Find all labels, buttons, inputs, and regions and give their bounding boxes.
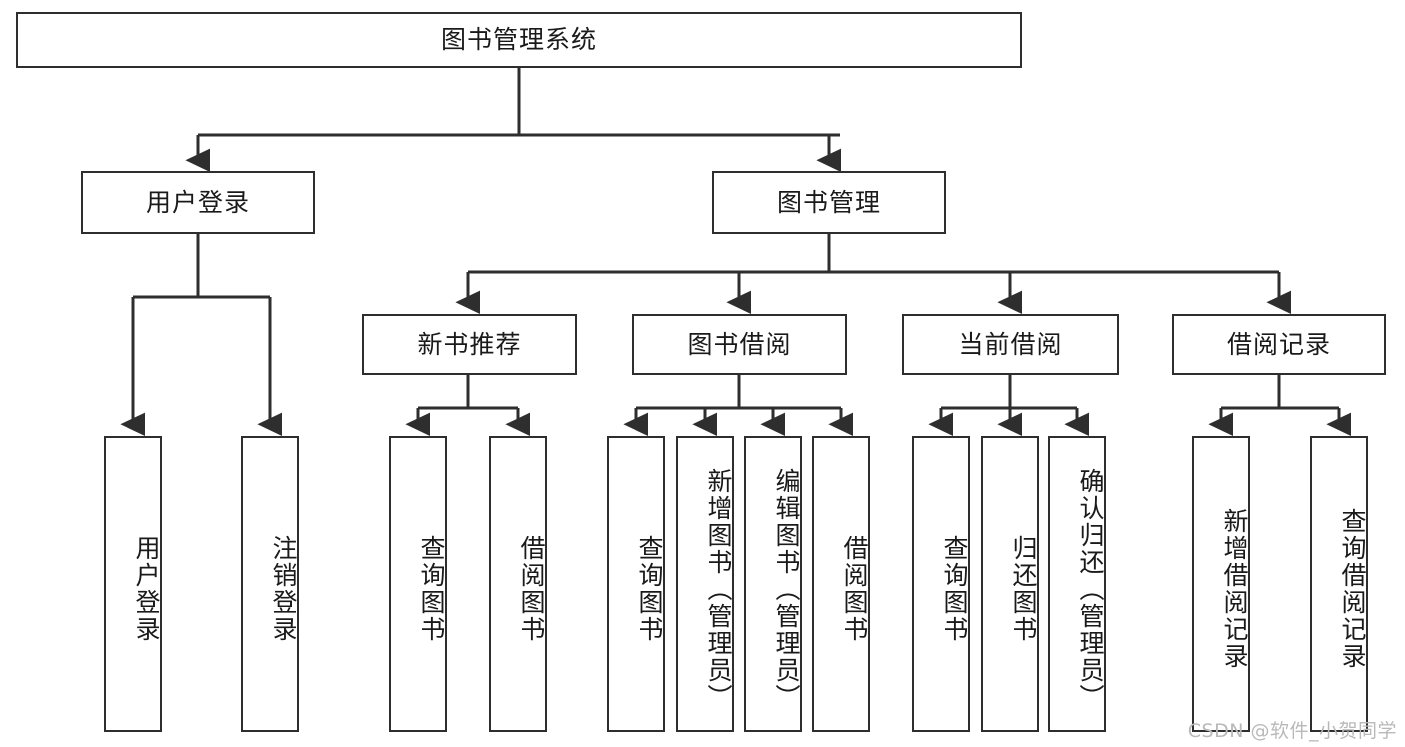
node-label: 借阅记录 bbox=[1226, 329, 1331, 359]
node-new-book-recommend[interactable]: 新书推荐 bbox=[362, 314, 577, 375]
node-leaf-query-book-recommend[interactable]: 查询图书 bbox=[389, 436, 447, 732]
node-leaf-logout-login[interactable]: 注销登录 bbox=[241, 436, 299, 732]
node-label: 归还图书 bbox=[1009, 535, 1038, 643]
node-leaf-query-book-borrow[interactable]: 查询图书 bbox=[607, 436, 665, 732]
node-book-borrow[interactable]: 图书借阅 bbox=[632, 314, 847, 375]
node-leaf-add-book[interactable]: 新增图书（管理员） bbox=[676, 436, 734, 732]
node-leaf-borrow-book-recommend[interactable]: 借阅图书 bbox=[489, 436, 547, 732]
node-label: 新增图书（管理员） bbox=[704, 467, 733, 711]
node-label: 图书借阅 bbox=[687, 329, 792, 359]
node-label: 查询图书 bbox=[940, 535, 969, 643]
node-label: 用户登录 bbox=[132, 535, 161, 643]
node-leaf-edit-book[interactable]: 编辑图书（管理员） bbox=[744, 436, 802, 732]
node-leaf-confirm-return[interactable]: 确认归还（管理员） bbox=[1048, 436, 1106, 732]
node-root-system[interactable]: 图书管理系统 bbox=[16, 12, 1022, 68]
node-label: 新增借阅记录 bbox=[1220, 508, 1249, 670]
node-label: 图书管理系统 bbox=[440, 25, 597, 54]
node-label: 新书推荐 bbox=[417, 329, 522, 359]
node-label: 当前借阅 bbox=[958, 329, 1063, 359]
node-label: 查询图书 bbox=[417, 535, 446, 643]
node-leaf-borrow-book[interactable]: 借阅图书 bbox=[812, 436, 870, 732]
node-label: 图书管理 bbox=[776, 187, 881, 217]
node-label: 借阅图书 bbox=[840, 535, 869, 643]
node-leaf-add-borrow-record[interactable]: 新增借阅记录 bbox=[1192, 436, 1250, 732]
node-leaf-return-book[interactable]: 归还图书 bbox=[981, 436, 1039, 732]
node-label: 编辑图书（管理员） bbox=[772, 467, 801, 711]
csdn-watermark: CSDN @软件_小贺同学 bbox=[1187, 720, 1397, 742]
node-label: 确认归还（管理员） bbox=[1076, 467, 1105, 711]
node-label: 查询图书 bbox=[635, 535, 664, 643]
node-label: 用户登录 bbox=[145, 187, 250, 217]
node-label: 查询借阅记录 bbox=[1338, 508, 1367, 670]
node-current-borrow[interactable]: 当前借阅 bbox=[902, 314, 1119, 375]
node-user-login[interactable]: 用户登录 bbox=[81, 171, 315, 234]
node-leaf-query-book-current[interactable]: 查询图书 bbox=[912, 436, 970, 732]
node-borrow-record[interactable]: 借阅记录 bbox=[1172, 314, 1386, 375]
node-leaf-query-borrow-record[interactable]: 查询借阅记录 bbox=[1310, 436, 1368, 732]
node-leaf-user-login[interactable]: 用户登录 bbox=[104, 436, 162, 732]
node-book-manage[interactable]: 图书管理 bbox=[712, 171, 946, 234]
node-label: 借阅图书 bbox=[517, 535, 546, 643]
node-label: 注销登录 bbox=[269, 535, 298, 643]
